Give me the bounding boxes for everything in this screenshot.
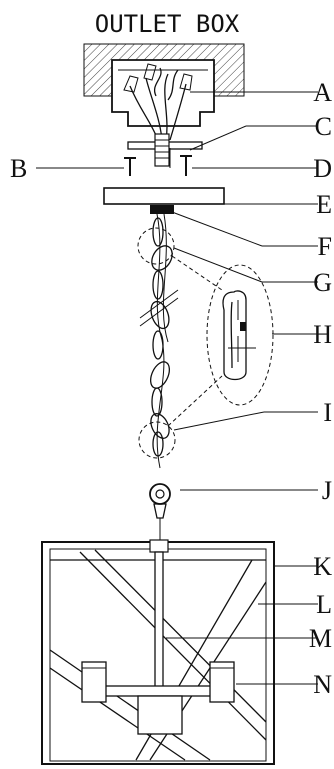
label-e: E xyxy=(316,190,332,219)
leader-lines xyxy=(36,91,318,685)
label-b: B xyxy=(10,154,27,183)
label-n: N xyxy=(313,670,332,699)
label-l: L xyxy=(316,590,332,619)
label-d: D xyxy=(313,154,332,183)
diagram-title: OUTLET BOX xyxy=(95,10,240,38)
loop-ring xyxy=(149,483,171,540)
label-m: M xyxy=(309,624,332,653)
chain xyxy=(139,213,179,469)
chain-link-detail xyxy=(137,227,274,459)
label-f: F xyxy=(318,232,332,261)
mounting-screws xyxy=(124,148,192,176)
label-k: K xyxy=(313,552,332,581)
canopy xyxy=(103,187,225,214)
label-j: J xyxy=(322,476,332,505)
lamp-frame xyxy=(41,539,275,765)
label-h: H xyxy=(313,320,332,349)
label-c: C xyxy=(315,112,332,141)
label-a: A xyxy=(313,78,332,107)
label-g: G xyxy=(313,268,332,297)
label-i: I xyxy=(323,398,332,427)
mounting-strap xyxy=(127,133,203,167)
outlet-box xyxy=(83,43,245,127)
